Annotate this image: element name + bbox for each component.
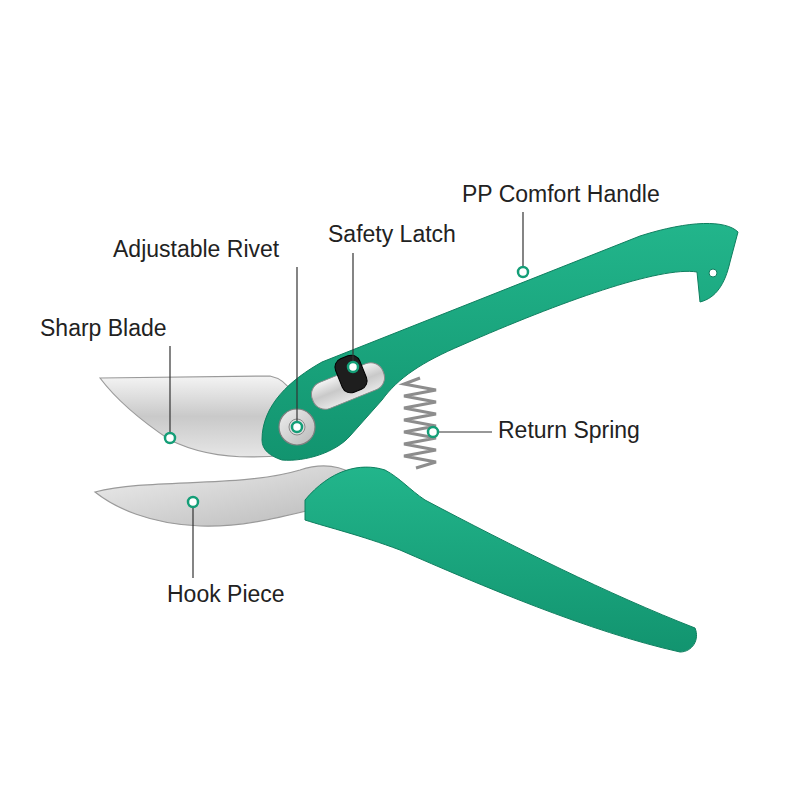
- callout-dot: [188, 497, 198, 507]
- part-label: Return Spring: [498, 417, 640, 443]
- hang-hole: [709, 269, 717, 277]
- leader-line: [522, 212, 523, 267]
- part-label: Adjustable Rivet: [113, 236, 279, 262]
- upper-handle: [262, 223, 738, 460]
- rivet-center: [289, 419, 305, 435]
- callout-dot: [348, 362, 358, 372]
- leader-line: [296, 267, 297, 421]
- callout-dot: [165, 433, 175, 443]
- part-label: Sharp Blade: [40, 315, 167, 341]
- leader-line: [169, 346, 170, 433]
- lower-handle: [305, 467, 697, 652]
- leader-line: [438, 431, 492, 432]
- latch-knob: [332, 352, 370, 395]
- part-label: Safety Latch: [328, 221, 456, 247]
- callout-dot: [292, 422, 302, 432]
- part-label: Hook Piece: [167, 581, 285, 607]
- return-spring: [404, 378, 436, 468]
- leader-line: [192, 507, 193, 578]
- callout-dot: [428, 427, 438, 437]
- callout-dot: [518, 267, 528, 277]
- leader-line: [352, 253, 353, 362]
- part-label: PP Comfort Handle: [462, 181, 660, 207]
